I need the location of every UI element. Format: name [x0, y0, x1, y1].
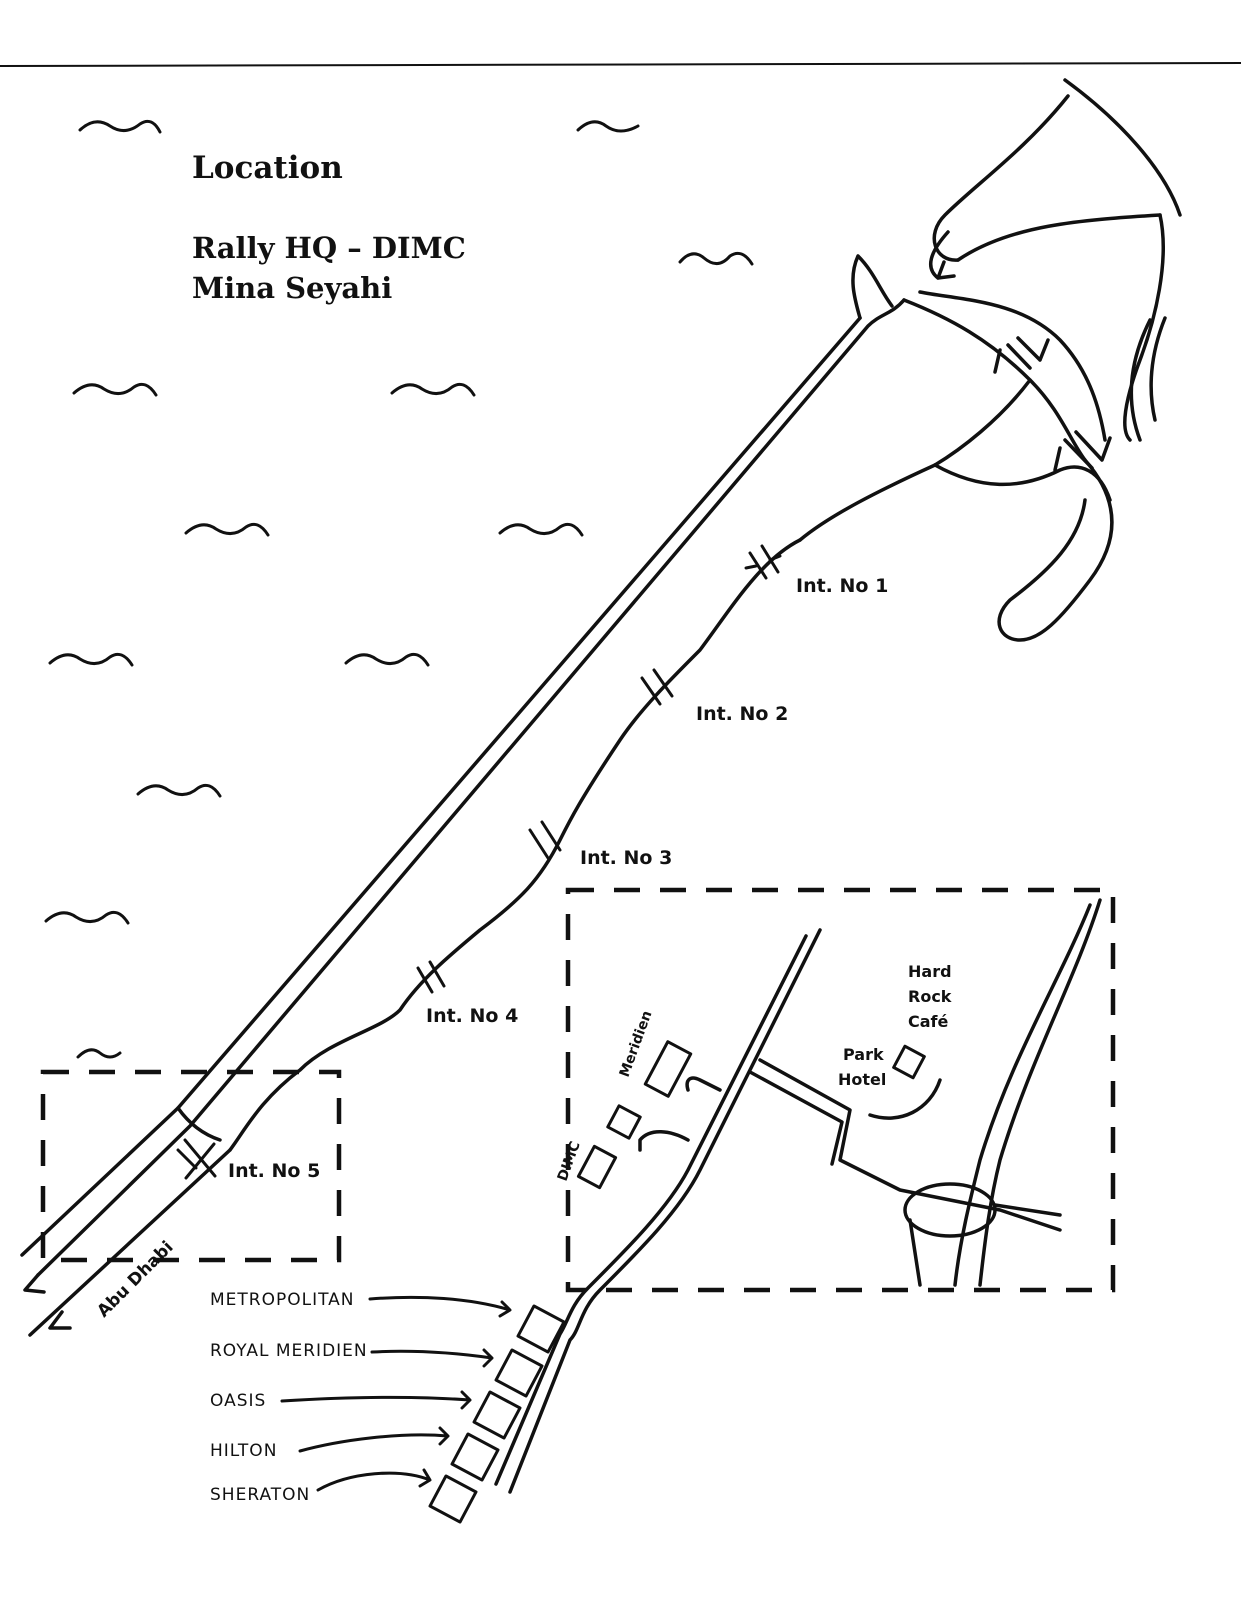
zoom-box-int5: [40, 1069, 342, 1263]
abu-dhabi-road: [28, 1148, 232, 1337]
hotel-building: [516, 1304, 566, 1354]
creek-arrow: [928, 230, 956, 280]
hotel-building: [428, 1474, 478, 1524]
creek: [928, 78, 1182, 442]
park-road: [748, 1070, 844, 1166]
sheikh-zayed-link: [798, 378, 1032, 542]
local-road: [494, 934, 808, 1486]
hard-rock-label-line3: Café: [908, 1012, 949, 1031]
intersection-1-icon: [744, 544, 782, 580]
creek-bank: [932, 94, 1070, 262]
hotel-label-oasis: OASIS: [210, 1391, 266, 1411]
hotel-building: [450, 1432, 500, 1482]
dimc-building: [606, 1104, 642, 1140]
wave-icon: [184, 522, 270, 537]
abu-dhabi-label: Abu Dhabi: [93, 1237, 177, 1321]
wave-icon: [48, 652, 134, 667]
dimc-access: [638, 1130, 690, 1152]
intersection-4-label: Int. No 4: [426, 1005, 518, 1027]
dxb-road: [978, 898, 1102, 1287]
meridien-building: [643, 1040, 693, 1098]
intersection-2-icon: [640, 668, 674, 706]
intersection-4-icon: [416, 960, 446, 994]
wave-icon: [78, 119, 162, 134]
wave-icon: [678, 251, 754, 266]
bridge-icon: [993, 336, 1050, 374]
abu-dhabi-arrow-icon: [48, 1310, 72, 1330]
arrow-icon: [280, 1390, 472, 1410]
local-road: [508, 928, 822, 1494]
wave-icon: [44, 910, 130, 925]
hotel-label-royal-meridien: ROYAL MERIDIEN: [210, 1341, 368, 1361]
hotel-label-hilton: HILTON: [210, 1441, 277, 1461]
road-end-arrow: [23, 1273, 46, 1294]
bridge-icon: [1053, 430, 1112, 472]
harbour-tip: [851, 254, 894, 320]
interchange-road: [1149, 316, 1167, 422]
park-hotel-label-line1: Park: [843, 1045, 884, 1064]
map-title: Location: [192, 150, 343, 186]
wave-icon: [136, 783, 222, 798]
beach-road: [36, 298, 906, 1277]
interchange-road: [933, 463, 1112, 502]
intersection-3-label: Int. No 3: [580, 847, 672, 869]
interchange-road: [1129, 318, 1152, 442]
wave-icon: [390, 382, 476, 397]
top-rule: [0, 62, 1241, 67]
park-road: [758, 1058, 1062, 1232]
meridien-access: [685, 1076, 722, 1092]
loop-road: [997, 458, 1114, 642]
intersection-3-icon: [528, 820, 562, 860]
zoom-box-dimc: [565, 887, 1116, 1293]
wave-icon: [498, 522, 584, 537]
interchange-road: [918, 290, 1107, 442]
dimc-building: [576, 1144, 618, 1190]
intersection-1-label: Int. No 1: [796, 575, 888, 597]
hotel-building: [494, 1348, 544, 1398]
park-hotel-label-line2: Hotel: [838, 1070, 886, 1089]
arrow-icon: [368, 1295, 512, 1318]
hard-rock-building: [892, 1044, 926, 1080]
map-subtitle-line2: Mina Seyahi: [192, 271, 392, 305]
hotel-label-sheraton: SHERATON: [210, 1485, 310, 1505]
roundabout-spur: [908, 1203, 1062, 1287]
coast-road: [20, 254, 906, 1294]
sea-waves: [44, 119, 754, 1059]
wave-icon: [344, 652, 430, 667]
wave-icon: [76, 1048, 122, 1059]
intersection-markers: [176, 544, 782, 1180]
wave-icon: [576, 120, 640, 133]
hotel-building: [472, 1390, 522, 1440]
hotel-road: [868, 1078, 942, 1120]
arrow-icon: [298, 1426, 450, 1453]
creek-bank: [1063, 78, 1182, 217]
buildings: [428, 1040, 926, 1524]
interchange-roads: [798, 290, 1167, 642]
map-subtitle-line1: Rally HQ – DIMC: [192, 231, 466, 265]
hard-rock-label-line2: Rock: [908, 987, 952, 1006]
interchange-road: [902, 298, 1087, 462]
intersection-5-icon: [176, 1138, 217, 1180]
arrow-icon: [370, 1348, 494, 1368]
creek-bank: [956, 213, 1162, 262]
meridien-label: Meridien: [617, 1009, 656, 1080]
link-road: [176, 1106, 222, 1142]
sheikh-zayed-road: [228, 538, 802, 1152]
hotel-label-metropolitan: METROPOLITAN: [210, 1290, 355, 1310]
hotel-arrows: [280, 1295, 512, 1492]
wave-icon: [72, 382, 158, 397]
arrow-icon: [316, 1468, 432, 1492]
roundabout: [903, 1182, 997, 1238]
intersection-2-label: Int. No 2: [696, 703, 788, 725]
hard-rock-label-line1: Hard: [908, 962, 952, 981]
creek-bank: [1123, 213, 1165, 442]
intersection-5-label: Int. No 5: [228, 1160, 320, 1182]
